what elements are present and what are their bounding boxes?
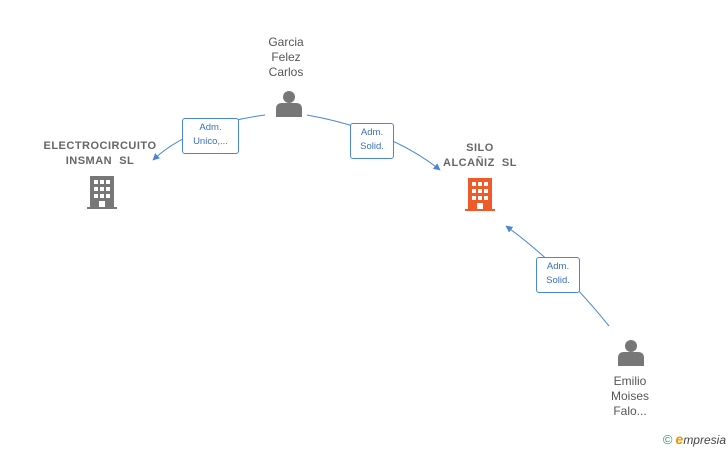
company-label-electrocircuito[interactable]: ELECTROCIRCUITO INSMAN SL bbox=[30, 139, 170, 169]
person-label-emilio[interactable]: Emilio Moises Falo... bbox=[594, 374, 666, 419]
building-icon[interactable] bbox=[465, 178, 495, 211]
edge-label-line: Solid. bbox=[546, 275, 570, 286]
label-line: Felez bbox=[271, 50, 301, 64]
label-line: Emilio bbox=[613, 374, 647, 388]
edge-label-garcia-electro[interactable]: Adm. Unico,... bbox=[182, 118, 239, 154]
edge-label-line: Unico,... bbox=[193, 136, 228, 147]
label-line: INSMAN SL bbox=[65, 155, 135, 167]
label-line: Moises bbox=[610, 389, 649, 403]
label-line: SILO bbox=[466, 142, 494, 154]
edge-label-line: Adm. bbox=[360, 127, 384, 138]
label-line: Garcia bbox=[268, 35, 304, 49]
edge-label-line: Adm. bbox=[199, 122, 222, 133]
edge-label-garcia-silo[interactable]: Adm. Solid. bbox=[350, 123, 394, 159]
company-label-silo[interactable]: SILO ALCAÑIZ SL bbox=[420, 141, 540, 171]
person-label-garcia[interactable]: Garcia Felez Carlos bbox=[246, 35, 326, 80]
edge-label-line: Adm. bbox=[546, 261, 570, 272]
person-icon[interactable] bbox=[618, 340, 644, 366]
label-line: ELECTROCIRCUITO bbox=[43, 140, 157, 152]
edge-label-emilio-silo[interactable]: Adm. Solid. bbox=[536, 257, 580, 293]
person-icon[interactable] bbox=[276, 91, 302, 117]
building-icon[interactable] bbox=[87, 176, 117, 209]
brand-initial: e bbox=[675, 431, 684, 447]
edge-label-line: Solid. bbox=[360, 141, 384, 152]
label-line: Carlos bbox=[268, 65, 304, 79]
brand-name: mpresia bbox=[683, 433, 726, 447]
brand-footer: ©empresia bbox=[663, 431, 726, 447]
copyright-icon: © bbox=[662, 432, 673, 447]
label-line: Falo... bbox=[613, 404, 647, 418]
label-line: ALCAÑIZ SL bbox=[443, 157, 517, 169]
